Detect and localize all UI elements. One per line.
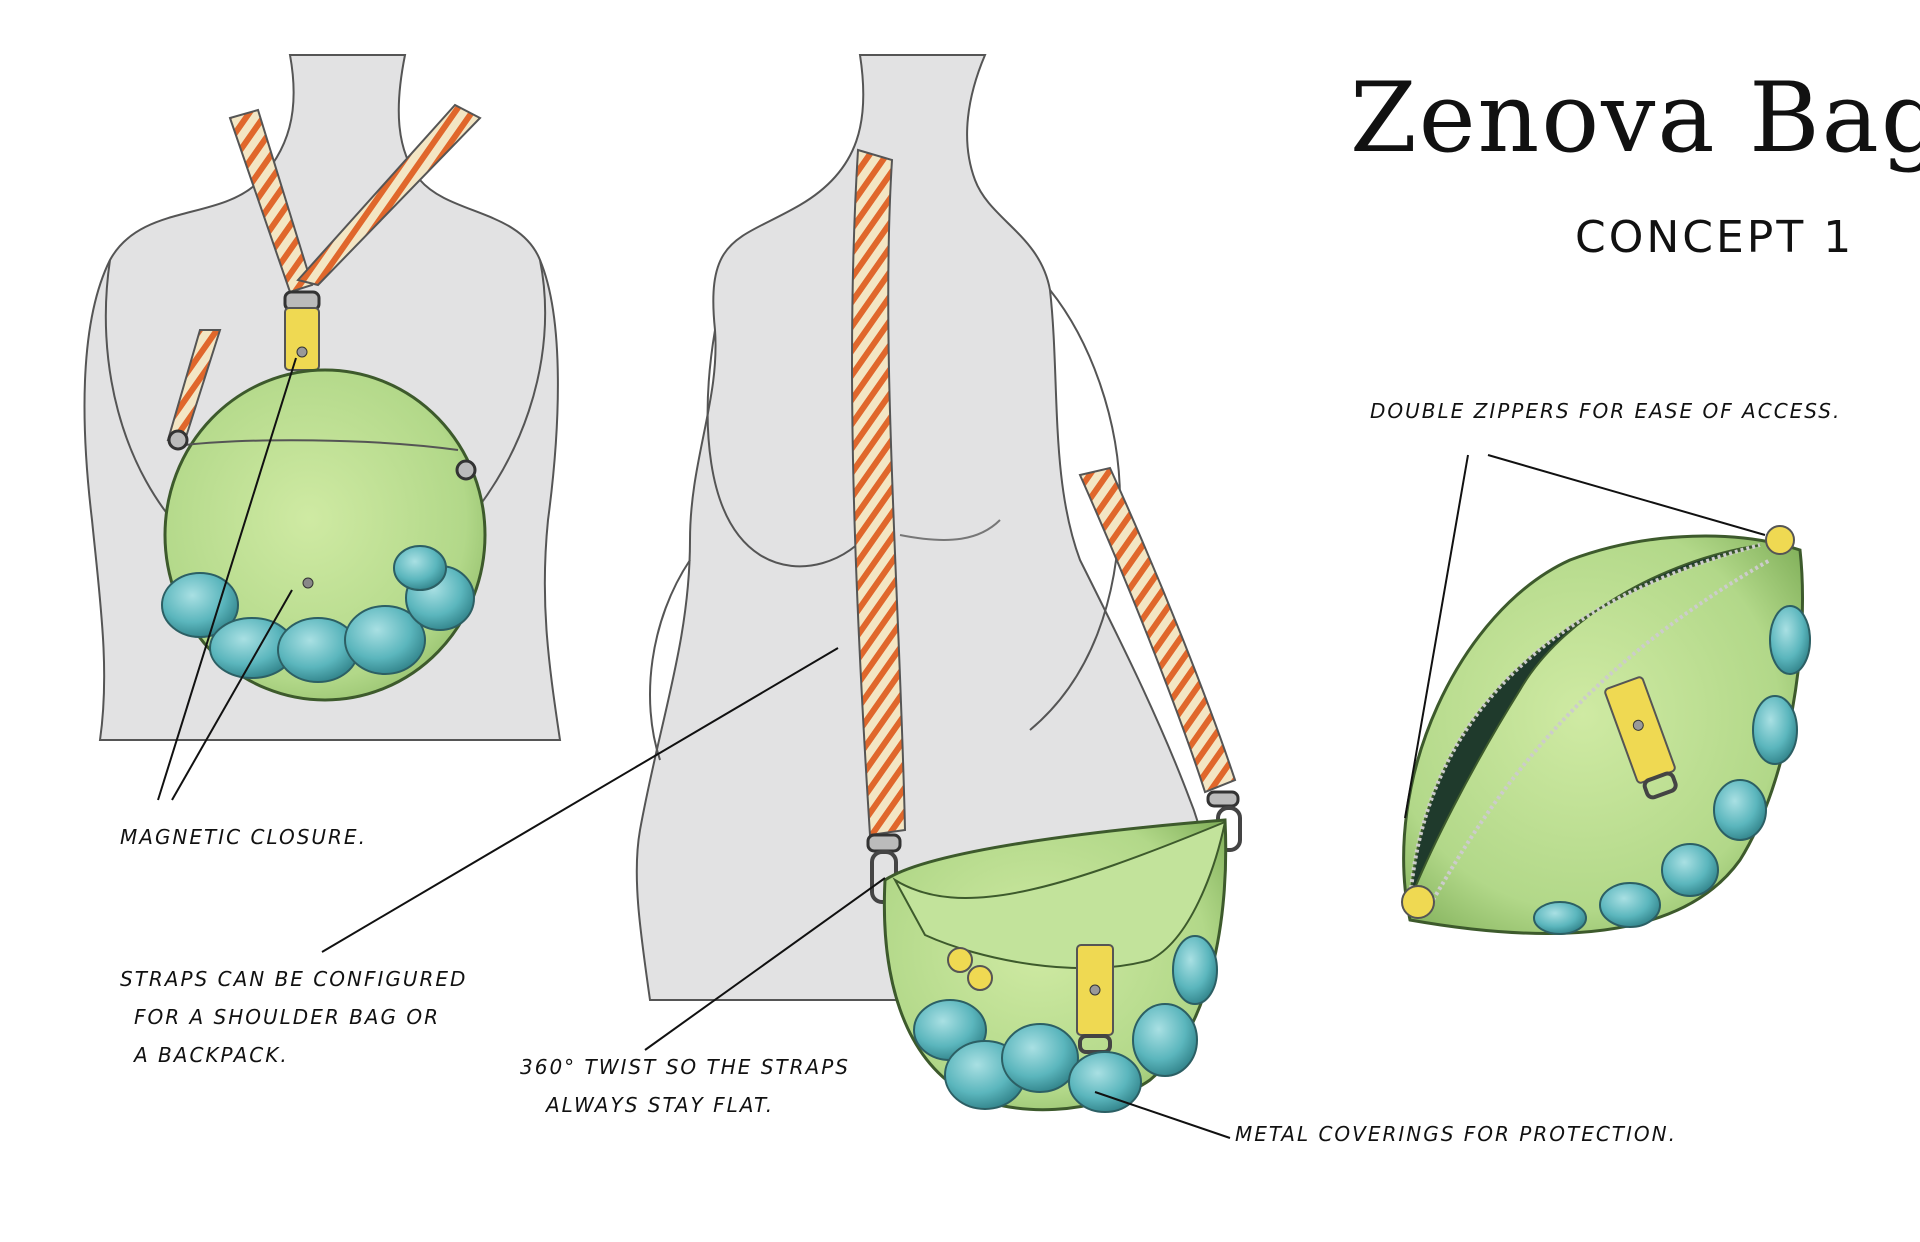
backpack-strap-right [296,103,482,287]
open-bag-yellow-tab [1604,676,1678,800]
shoulder-bag [882,818,1228,1113]
magnetic-closure-dot [302,577,314,589]
shoulder-bag-metal-coverings [913,935,1218,1113]
shoulder-strap-back [1078,466,1237,794]
label-straps-line3: a backpack. [134,1043,289,1067]
backpack-rivet [296,346,308,358]
leader-zipper-2 [1487,454,1766,536]
backpack-bag [161,368,487,702]
backpack-yellow-tab [284,307,320,371]
leader-metal [1094,1091,1231,1139]
label-twist-line1: 360° twist so the straps [520,1055,850,1079]
label-twist-line2: always stay flat. [546,1093,775,1117]
label-straps-line2: for a shoulder bag or [134,1005,440,1029]
backpack-strap-left [228,108,314,294]
open-bag-metal-coverings [1533,605,1811,935]
zipper-pull-bottom [1401,885,1435,919]
leader-magnetic-1 [157,357,297,801]
label-straps-line1: Straps can be configured [120,967,468,991]
page-title: Zenova Bag [1350,62,1920,174]
page-subtitle: Concept 1 [1575,212,1855,263]
leader-twist [644,877,886,1051]
label-twist: 360° twist so the straps always stay fla… [520,1048,850,1124]
shoulder-strap-front [851,148,907,837]
label-magnetic-closure: Magnetic closure. [120,825,367,849]
swivel-clasps [866,790,1242,904]
label-straps: Straps can be configured for a shoulder … [120,960,467,1074]
zipper-pull-top [1765,525,1795,555]
leader-straps [321,647,839,953]
label-metal-coverings: Metal coverings for protection. [1235,1122,1677,1146]
label-double-zippers: Double zippers for ease of access. [1370,399,1842,423]
open-bag [1401,525,1811,935]
backpack-metal-coverings [161,545,475,683]
leader-zipper-1 [1404,454,1469,819]
leader-magnetic-2 [171,589,293,801]
